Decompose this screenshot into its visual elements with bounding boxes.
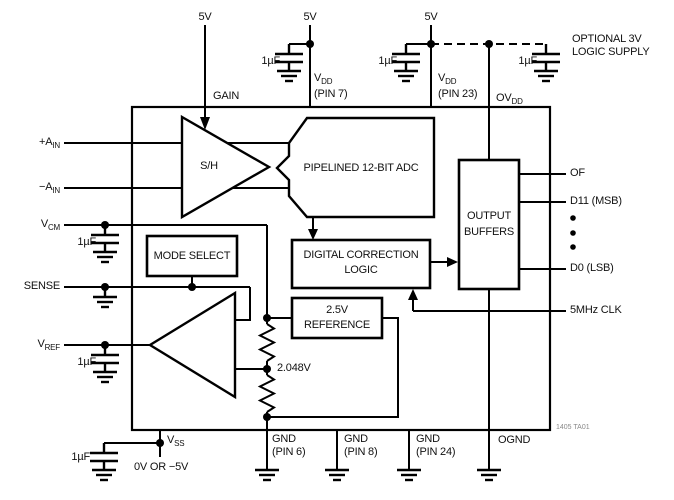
gnd6-pin-label: GND (PIN 6) (272, 433, 306, 459)
reference-block (290, 296, 384, 340)
vdd7-symbol: V (314, 72, 322, 84)
input-wires (64, 142, 399, 418)
vref-symbol: V (37, 338, 45, 350)
signal-wires (312, 173, 566, 312)
cap-vdd23-value: 1µF (378, 55, 397, 67)
clk-pin-label: 5MHz CLK (570, 304, 622, 316)
output-buffers-line1: OUTPUT (466, 210, 512, 222)
reference-amp (147, 290, 237, 400)
vcm-pin-label: VCM (41, 218, 60, 234)
ain-neg-pin-label: −AIN (39, 181, 60, 197)
mode-select-block (145, 234, 239, 278)
digital-correction-label: DIGITAL CORRECTION LOGIC (304, 248, 419, 278)
ognd-pin-label: OGND (498, 434, 531, 446)
supply-5v-vdd23-label: 5V (424, 11, 438, 23)
junction-dots (101, 40, 493, 447)
vss-pin-label: VSS (167, 434, 185, 450)
ovdd-subscript: DD (511, 97, 523, 107)
gnd24-pin-label: GND (PIN 24) (416, 433, 456, 459)
ain-neg-subscript: IN (52, 186, 60, 196)
sample-hold-label: S/H (200, 160, 218, 172)
ain-pos-subscript: IN (52, 141, 60, 151)
ain-pos-pin-label: +AIN (39, 136, 60, 152)
cap-vss-value: 1µF (71, 451, 90, 463)
sample-hold-amp (180, 114, 272, 220)
adc-block (275, 116, 436, 219)
output-buffers-line2: BUFFERS (464, 226, 514, 238)
optional-supply-line2: LOGIC SUPPLY (572, 46, 650, 58)
vcm-subscript: CM (47, 223, 60, 233)
vdd-pin23-label: VDD (PIN 23) (438, 72, 478, 101)
ovdd-pin-label: OVDD (496, 92, 523, 108)
supply-5v-vdd7-label: 5V (303, 11, 317, 23)
bypass-cap-vss (88, 441, 120, 482)
vcm-symbol: V (40, 218, 48, 230)
vdd7-subscript: DD (321, 77, 333, 87)
gnd8-pin-label: GND (PIN 8) (344, 433, 378, 459)
ain-neg-symbol: −A (39, 181, 53, 193)
supply-wires (204, 25, 490, 470)
gnd8-line2: (PIN 8) (344, 446, 378, 458)
cap-vdd7-value: 1µF (261, 55, 280, 67)
vdd-pin7-label: VDD (PIN 7) (314, 72, 348, 101)
cap-vcm-value: 1µF (77, 236, 96, 248)
sense-pin-label: SENSE (23, 280, 60, 292)
digital-correction-block (290, 238, 432, 290)
gnd24-line1: GND (416, 433, 440, 445)
optional-supply-label: OPTIONAL 3V LOGIC SUPPLY (572, 33, 650, 59)
arrowheads (200, 117, 458, 300)
digital-correction-line1: DIGITAL CORRECTION (303, 249, 419, 261)
d11-pin-label: D11 (MSB) (570, 195, 622, 207)
vref-subscript: REF (44, 343, 61, 353)
of-pin-label: OF (570, 167, 585, 179)
digital-correction-line2: LOGIC (344, 264, 378, 276)
gnd6-ground (253, 468, 281, 482)
ognd-ground (475, 468, 503, 482)
gnd6-line2: (PIN 6) (272, 446, 306, 458)
vdd23-symbol: V (438, 72, 446, 84)
supply-5v-gain-label: 5V (198, 11, 212, 23)
adc-label: PIPELINED 12-BIT ADC (303, 162, 419, 174)
gnd24-ground (395, 468, 423, 482)
gnd8-ground (323, 468, 351, 482)
reference-line2: REFERENCE (303, 319, 371, 331)
d0-pin-label: D0 (LSB) (570, 262, 614, 274)
ovdd-symbol: OV (496, 92, 512, 104)
output-buffers-block (457, 158, 521, 291)
reference-label: 2.5V REFERENCE (304, 303, 370, 333)
cap-vref-value: 1µF (77, 356, 96, 368)
vref-pin-label: VREF (37, 338, 60, 354)
ain-pos-symbol: +A (39, 136, 53, 148)
output-buffers-label: OUTPUT BUFFERS (464, 208, 514, 240)
gnd6-line1: GND (272, 433, 296, 445)
vdd23-subscript: DD (445, 77, 457, 87)
vdd23-pin-number: (PIN 23) (438, 88, 478, 101)
mode-select-label: MODE SELECT (153, 250, 231, 262)
vss-symbol: V (167, 434, 175, 446)
gnd8-line1: GND (344, 433, 368, 445)
figure-reference-note: 1405 TA01 (556, 424, 590, 431)
gnd24-line2: (PIN 24) (416, 446, 456, 458)
ref-tap-voltage-label: 2.048V (277, 362, 311, 374)
gain-pin-label: GAIN (213, 90, 240, 102)
vdd7-pin-number: (PIN 7) (314, 88, 348, 101)
optional-supply-line1: OPTIONAL 3V (572, 33, 642, 45)
bus-ellipsis-dots (570, 215, 576, 250)
reference-line1: 2.5V (326, 304, 348, 316)
vss-supply-value: 0V OR −5V (134, 461, 189, 473)
cap-optional-value: 1µF (518, 55, 537, 67)
vss-subscript: SS (174, 439, 185, 449)
